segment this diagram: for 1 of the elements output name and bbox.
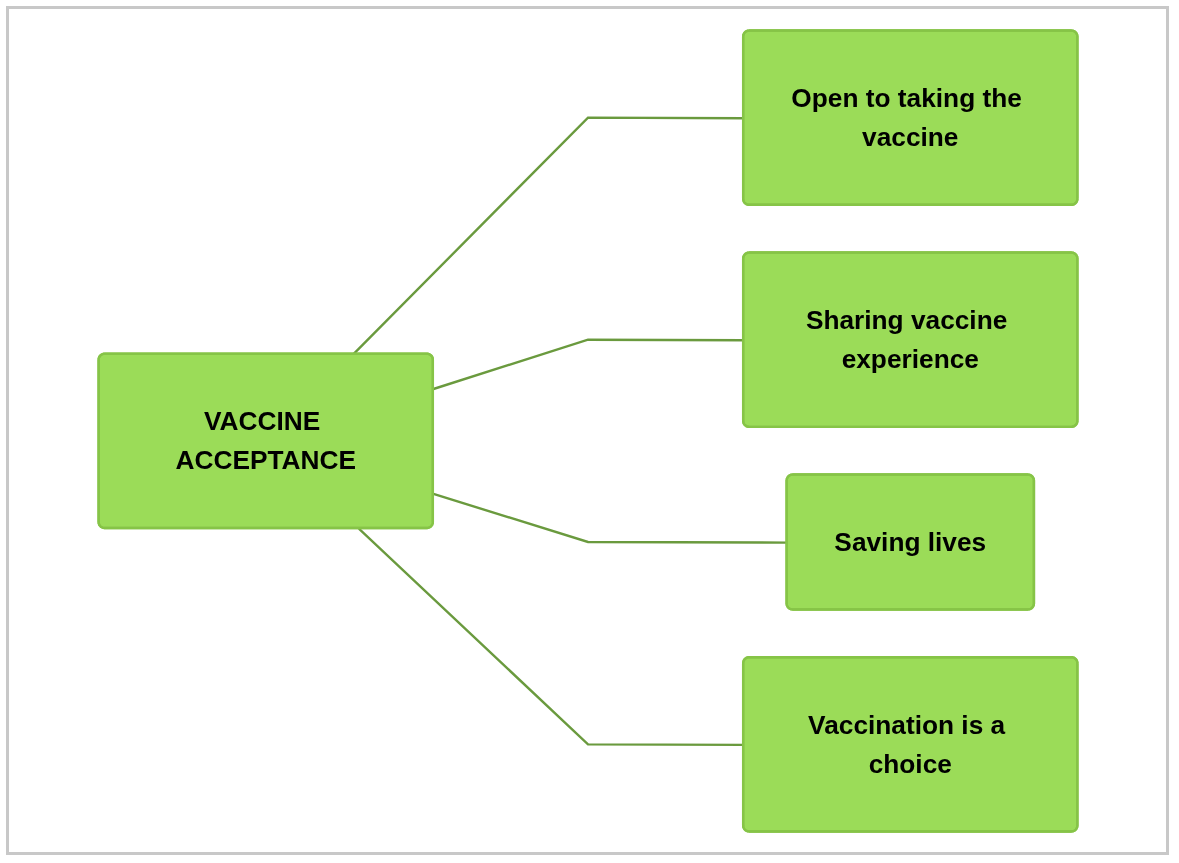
connector [432,492,787,544]
